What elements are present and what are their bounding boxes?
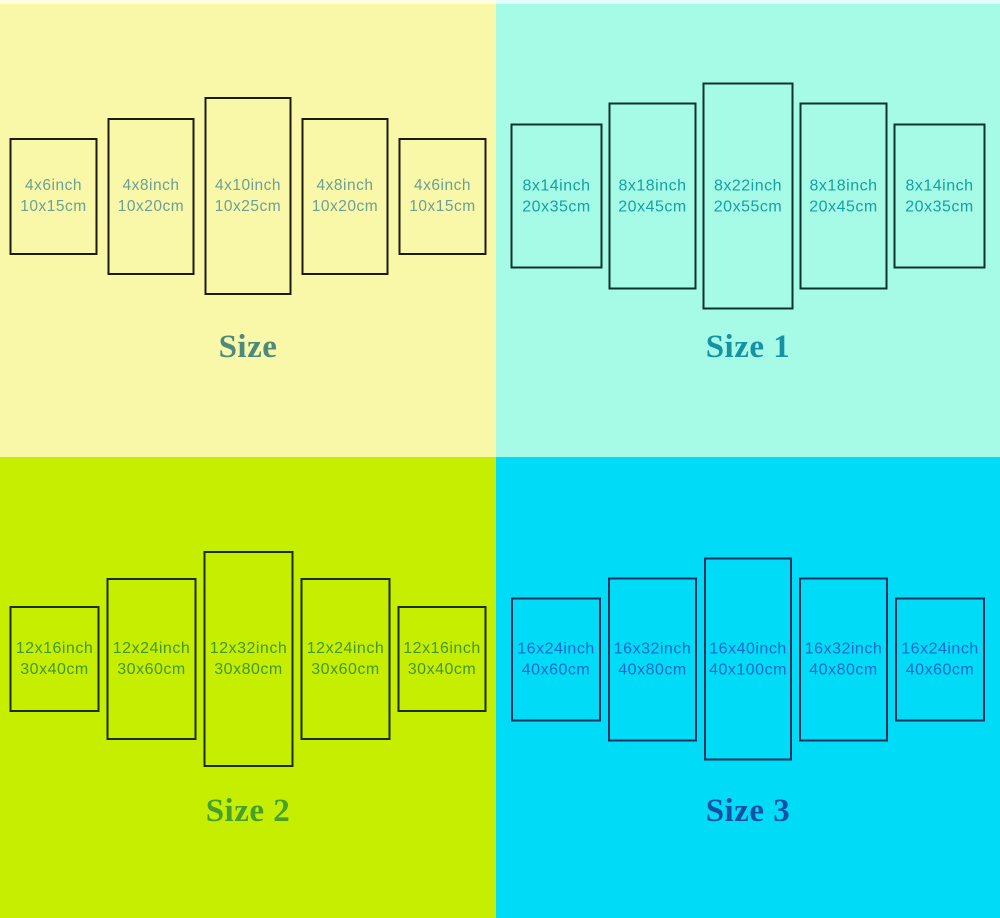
quadrant-title: Size 2 — [205, 793, 291, 829]
inch-size-text: 12x16inch — [15, 640, 94, 657]
size-panel: 8x22inch 20x55cm — [702, 82, 794, 310]
inch-size-text: 16x24inch — [517, 640, 595, 657]
panel-size-label: 16x24inch 40x60cm — [517, 638, 594, 680]
cm-size-text: 10x25cm — [214, 198, 282, 215]
inch-size-text: 8x14inch — [905, 177, 974, 194]
cm-size-text: 20x45cm — [809, 198, 878, 215]
size-panel: 8x14inch 20x35cm — [893, 123, 986, 269]
panel-size-label: 4x6inch 10x15cm — [20, 175, 86, 217]
panel-size-label: 4x6inch 10x15cm — [409, 175, 475, 217]
cm-size-text: 40x80cm — [618, 661, 687, 678]
cm-size-text: 20x55cm — [713, 198, 783, 215]
inch-size-text: 8x18inch — [809, 177, 878, 194]
panel-row: 8x14inch 20x35cm 8x18inch 20x45cm 8x22inch 20… — [510, 82, 986, 310]
cm-size-text: 40x60cm — [905, 661, 975, 678]
size-panel: 8x18inch 20x45cm — [608, 102, 697, 290]
inch-size-text: 4x8inch — [122, 177, 180, 194]
panel-row: 4x6inch 10x15cm 4x8inch 10x20cm 4x10inch 10x2… — [9, 97, 487, 295]
size-panel: 16x24inch 40x60cm — [895, 597, 985, 721]
panel-size-label: 4x10inch 10x25cm — [215, 175, 281, 217]
panel-size-label: 12x16inch 30x40cm — [16, 638, 93, 680]
cm-size-text: 40x100cm — [709, 661, 787, 678]
inch-size-text: 16x40inch — [709, 640, 787, 657]
panel-size-label: 8x22inch 20x55cm — [714, 175, 782, 217]
panel-size-label: 16x32inch 40x80cm — [805, 638, 882, 680]
inch-size-text: 8x22inch — [713, 177, 783, 194]
inch-size-text: 8x14inch — [522, 177, 591, 194]
inch-size-text: 12x16inch — [403, 640, 481, 657]
panel-size-label: 8x14inch 20x35cm — [522, 175, 590, 217]
quadrant-size: 4x6inch 10x15cm 4x8inch 10x20cm 4x10inch 10x2… — [0, 0, 496, 457]
size-panel: 12x16inch 30x40cm — [9, 606, 100, 712]
cm-size-text: 10x20cm — [311, 198, 379, 215]
cm-size-text: 20x35cm — [522, 198, 591, 215]
size-panel: 12x32inch 30x80cm — [203, 551, 294, 767]
cm-size-text: 40x60cm — [521, 661, 591, 678]
inch-size-text: 4x6inch — [25, 177, 82, 194]
cm-size-text: 20x45cm — [618, 198, 687, 215]
inch-size-text: 4x8inch — [316, 177, 374, 194]
cm-size-text: 10x20cm — [117, 198, 185, 215]
panel-size-label: 12x16inch 30x40cm — [403, 638, 480, 680]
size-panel: 16x32inch 40x80cm — [799, 577, 888, 741]
panel-size-label: 8x18inch 20x45cm — [809, 175, 877, 217]
size-panel: 4x6inch 10x15cm — [398, 137, 487, 255]
inch-size-text: 16x32inch — [613, 640, 692, 657]
panel-size-label: 12x32inch 30x80cm — [210, 638, 287, 680]
inch-size-text: 4x6inch — [414, 177, 471, 194]
size-panel: 16x32inch 40x80cm — [608, 577, 697, 741]
size-panel: 12x16inch 30x40cm — [397, 606, 487, 712]
size-panel: 12x24inch 30x60cm — [106, 578, 197, 740]
quadrant-size-1: 8x14inch 20x35cm 8x18inch 20x45cm 8x22inch 20… — [496, 0, 1000, 457]
size-panel: 8x14inch 20x35cm — [510, 123, 603, 269]
cm-size-text: 30x40cm — [20, 661, 89, 678]
inch-size-text: 12x32inch — [209, 640, 288, 657]
quadrant-size-2: 12x16inch 30x40cm 12x24inch 30x60cm 12x32inc… — [0, 457, 496, 918]
size-panel: 12x24inch 30x60cm — [300, 578, 391, 740]
panel-size-label: 16x32inch 40x80cm — [614, 638, 691, 680]
size-panel: 4x6inch 10x15cm — [9, 137, 98, 255]
inch-size-text: 12x24inch — [306, 640, 385, 657]
size-panel: 8x18inch 20x45cm — [799, 102, 888, 290]
panel-row: 16x24inch 40x60cm 16x32inch 40x80cm 16x40inc… — [511, 557, 985, 761]
panel-row: 12x16inch 30x40cm 12x24inch 30x60cm 12x32inc… — [9, 551, 487, 767]
cm-size-text: 30x60cm — [117, 661, 186, 678]
size-panel: 16x24inch 40x60cm — [511, 597, 601, 721]
inch-size-text: 16x24inch — [901, 640, 979, 657]
cm-size-text: 30x80cm — [214, 661, 283, 678]
cm-size-text: 20x35cm — [905, 198, 974, 215]
size-panel: 16x40inch 40x100cm — [704, 557, 792, 761]
inch-size-text: 12x24inch — [112, 640, 191, 657]
cm-size-text: 40x80cm — [809, 661, 878, 678]
inch-size-text: 4x10inch — [214, 177, 282, 194]
size-panel: 4x8inch 10x20cm — [107, 117, 195, 275]
cm-size-text: 30x60cm — [311, 661, 380, 678]
panel-size-label: 8x18inch 20x45cm — [618, 175, 686, 217]
quadrant-size-3: 16x24inch 40x60cm 16x32inch 40x80cm 16x40inc… — [496, 457, 1000, 918]
inch-size-text: 16x32inch — [804, 640, 883, 657]
panel-size-label: 4x8inch 10x20cm — [118, 175, 184, 217]
panel-size-label: 8x14inch 20x35cm — [905, 175, 973, 217]
quadrant-title: Size 1 — [705, 329, 791, 365]
panel-size-label: 16x40inch 40x100cm — [709, 638, 787, 680]
cm-size-text: 30x40cm — [407, 661, 477, 678]
panel-size-label: 16x24inch 40x60cm — [901, 638, 978, 680]
size-panel: 4x8inch 10x20cm — [301, 117, 389, 275]
panel-size-label: 4x8inch 10x20cm — [312, 175, 378, 217]
inch-size-text: 8x18inch — [618, 177, 687, 194]
size-panel: 4x10inch 10x25cm — [204, 97, 292, 295]
panel-size-label: 12x24inch 30x60cm — [307, 638, 384, 680]
quadrant-title: Size 3 — [705, 793, 791, 829]
panel-size-label: 12x24inch 30x60cm — [113, 638, 190, 680]
cm-size-text: 10x15cm — [20, 198, 87, 215]
cm-size-text: 10x15cm — [409, 198, 476, 215]
quadrant-title: Size — [218, 329, 278, 365]
